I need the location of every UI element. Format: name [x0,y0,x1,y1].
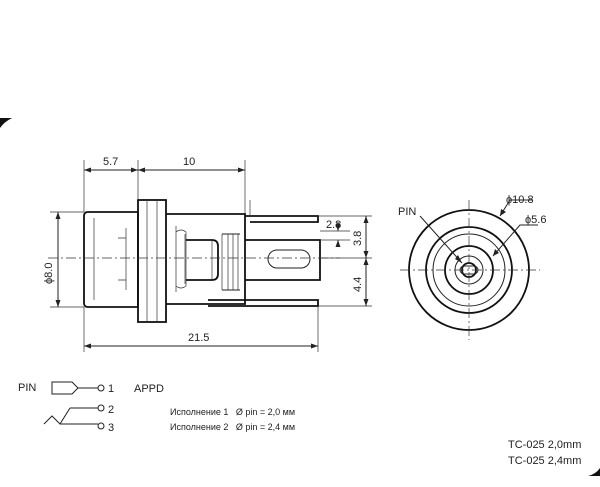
terminal-3: 3 [108,422,114,434]
variant-2-text: Исполнение 2 Ø pin = 2,4 мм [170,422,295,432]
schematic-pin-label: PIN [18,382,36,394]
variant-1-text: Исполнение 1 Ø pin = 2,0 мм [170,407,295,417]
front-pin-label: PIN [398,206,416,218]
appd-label: APPD [134,383,164,395]
corner-mark-left [0,118,12,128]
dim-phi-8: ϕ8.0 [43,263,55,284]
dim-4-4: 4.4 [352,277,364,292]
front-view: PIN ϕ10.8 ϕ5.6 [398,194,546,340]
terminal-1: 1 [108,383,114,395]
dim-5-7: 5.7 [103,156,118,168]
dim-phi-10-8: ϕ10.8 [506,194,534,206]
dim-phi-5-6: ϕ5.6 [525,214,546,226]
terminal-2: 2 [108,404,114,416]
corner-mark-right [588,468,600,476]
model-label-2-4: TC-025 2,4mm [508,455,581,467]
dim-2-8: 2.8 [326,219,341,231]
model-label-2-0: TC-025 2,0mm [508,439,581,451]
dim-10: 10 [183,156,195,168]
side-view: 5.7 10 21.5 ϕ8.0 2.8 3.8 4.4 [43,156,372,352]
dim-3-8: 3.8 [352,231,364,246]
dim-21-5: 21.5 [188,332,209,344]
schematic: PIN 1 APPD 2 3 Исполнение 1 Ø pin = 2,0 … [18,381,295,434]
